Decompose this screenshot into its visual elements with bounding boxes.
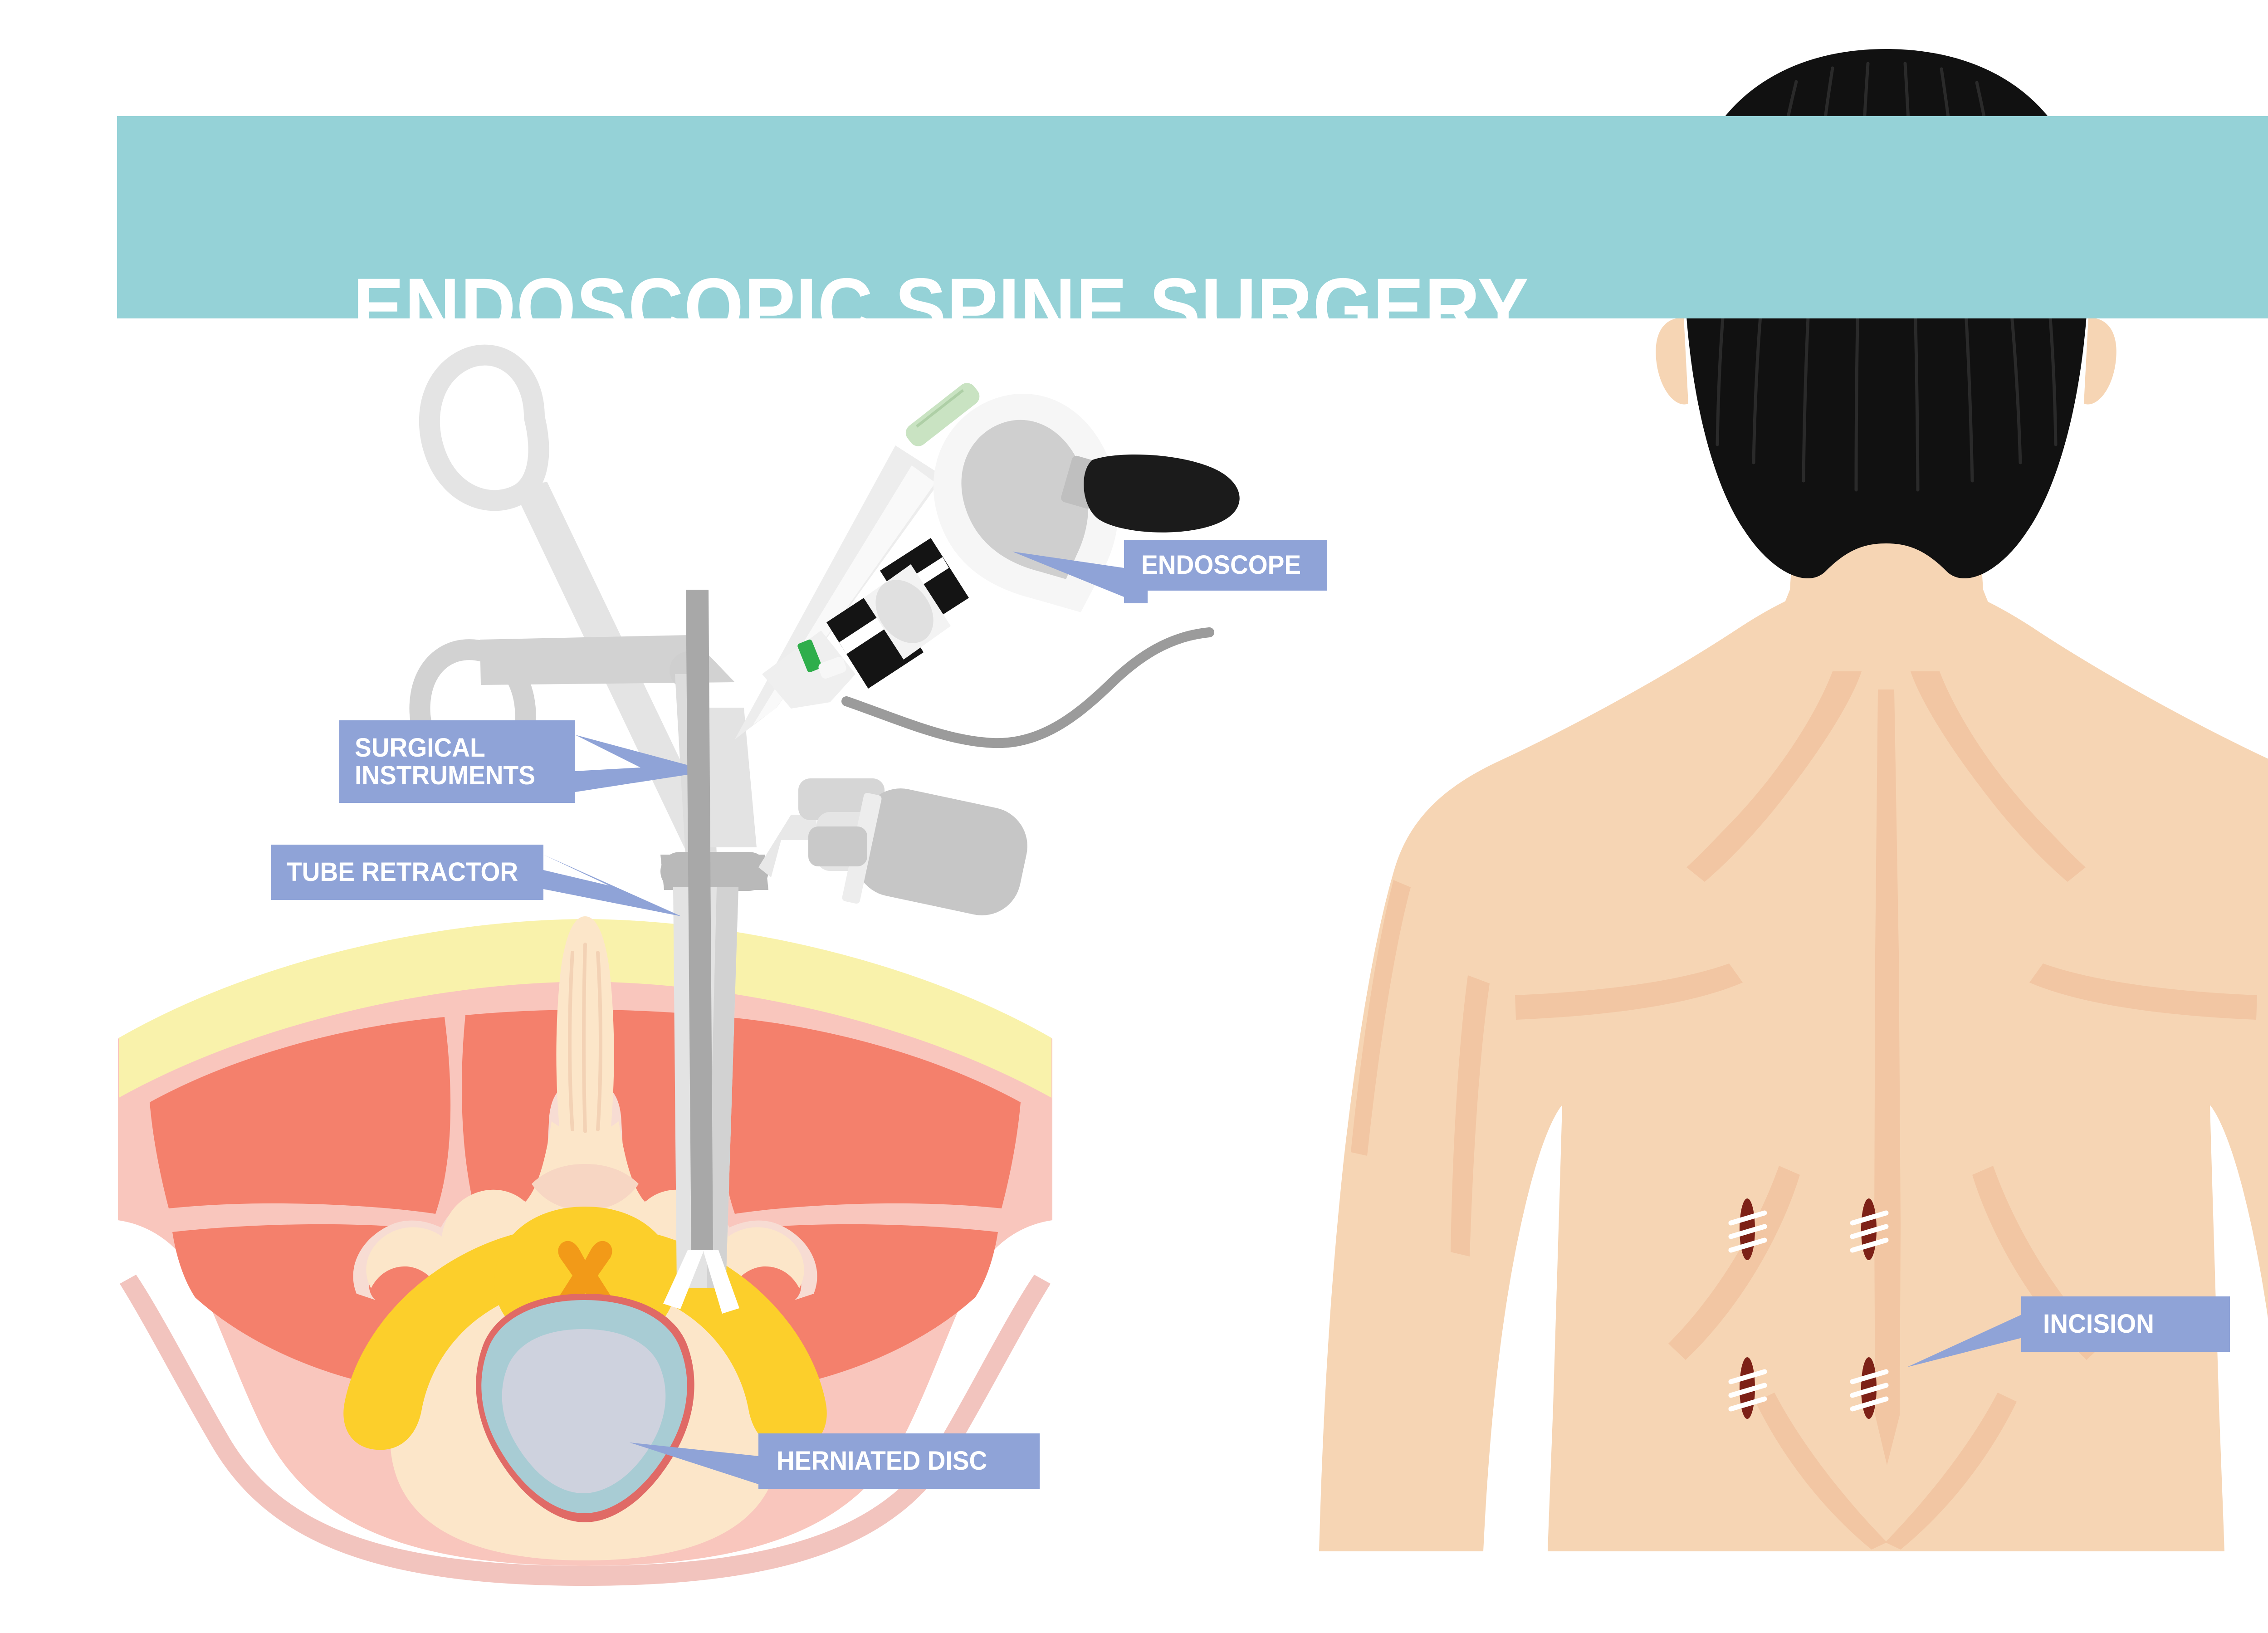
retractor-inner-rod xyxy=(686,590,713,1252)
ear-left xyxy=(1656,318,1688,405)
endoscope-head-lens xyxy=(961,420,1089,579)
callout-tube-retractor-label: TUBE RETRACTOR xyxy=(287,857,518,887)
endoscope-eyepiece xyxy=(1084,454,1240,533)
grip-handle-assembly xyxy=(758,778,1027,915)
endoscope-lens-barrel xyxy=(875,580,934,643)
working-channel-port xyxy=(762,631,855,709)
title-banner: ENDOSCOPIC SPINE SURGERY xyxy=(117,116,2268,348)
herniated-disc xyxy=(476,1294,694,1522)
callout-endoscope[interactable]: ENDOSCOPE xyxy=(1124,540,1327,591)
incision-group xyxy=(1728,1198,1889,1419)
callout-herniated-disc-label: HERNIATED DISC xyxy=(777,1446,987,1476)
endoscope xyxy=(735,383,1240,739)
callout-tube-retractor[interactable]: TUBE RETRACTOR xyxy=(271,845,543,900)
pedicle-shading xyxy=(532,1164,639,1210)
herniated-disc-leader-line xyxy=(630,1433,785,1489)
forceps-ring-upper xyxy=(419,344,549,511)
endoscope-accent-line xyxy=(915,389,964,428)
callout-surgical-instruments-label: SURGICAL INSTRUMENTS xyxy=(355,733,535,790)
incision-upper-right xyxy=(1850,1198,1889,1260)
callout-incision-label: INCISION xyxy=(2043,1309,2154,1339)
tube-retractor xyxy=(660,590,768,1314)
nucleus-pulposus xyxy=(502,1329,666,1493)
endoscope-leader-line xyxy=(1012,540,1148,603)
port-cap xyxy=(818,656,846,679)
bone-striations xyxy=(568,943,602,1133)
instruments-leader-line xyxy=(575,735,710,792)
handle-arm xyxy=(758,815,816,877)
ear-right xyxy=(2084,318,2116,405)
retractor-leader-line xyxy=(543,855,681,916)
page-title: ENDOSCOPIC SPINE SURGERY xyxy=(353,261,1530,353)
callout-incision[interactable]: INCISION xyxy=(2021,1296,2230,1352)
endoscope-light-accent xyxy=(905,383,980,446)
incision-lower-right xyxy=(1850,1357,1889,1419)
fiber-optic-cable xyxy=(841,627,1214,748)
retractor-collar-round xyxy=(660,852,768,891)
green-button xyxy=(797,639,822,673)
grasper-jaw-left xyxy=(663,1250,704,1309)
callout-endoscope-label: ENDOSCOPE xyxy=(1141,550,1301,580)
retractor-tube-shadow xyxy=(707,887,738,1288)
back-anatomy-shading xyxy=(1351,671,2257,1550)
incision-lower-left xyxy=(1728,1357,1767,1419)
handle-jaw xyxy=(808,826,867,866)
skin-fat-layer xyxy=(119,919,1051,1098)
endoscope-head xyxy=(905,383,1119,612)
callout-herniated-disc[interactable]: HERNIATED DISC xyxy=(758,1433,1040,1489)
handle-body xyxy=(855,788,1027,915)
grasper-jaw-right xyxy=(703,1250,739,1314)
callout-surgical-instruments[interactable]: SURGICAL INSTRUMENTS xyxy=(339,720,575,803)
incision-upper-left xyxy=(1728,1198,1767,1260)
